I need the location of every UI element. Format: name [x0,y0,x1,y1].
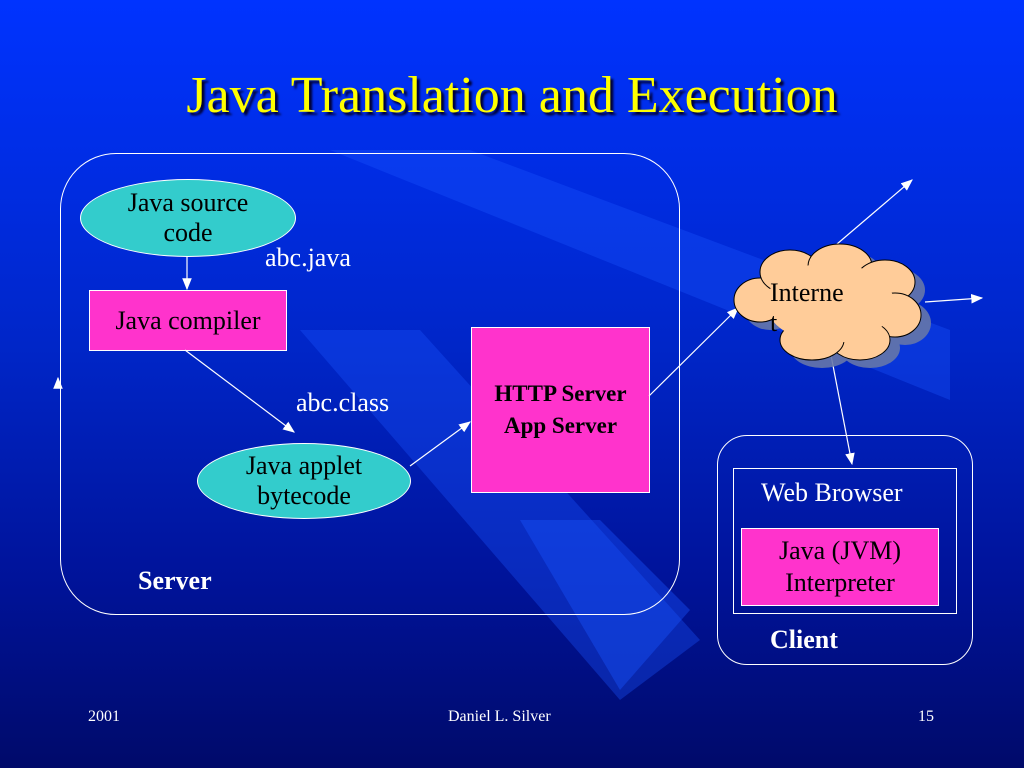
footer-year: 2001 [88,708,120,725]
abc-java-label: abc.java [265,243,351,272]
http-server-line: HTTP Server [494,381,627,406]
java-source-line-2: code [163,218,213,247]
java-compiler-node: Java compiler [89,290,287,351]
client-label: Client [770,625,838,654]
web-browser-label: Web Browser [761,478,903,507]
java-source-line-1: Java source [127,188,249,217]
web-browser-frame [733,468,957,614]
jvm-line-2: Interpreter [785,568,895,597]
footer-author: Daniel L. Silver [448,708,551,725]
java-applet-bytecode-node: Java applet bytecode [197,443,411,519]
internet-label: Interne t [770,278,880,338]
java-applet-line-2: bytecode [257,481,351,510]
java-applet-line-1: Java applet [245,451,363,480]
app-server-line: App Server [503,413,618,438]
internet-line-1: Interne [770,278,844,307]
jvm-interpreter-node: Java (JVM) Interpreter [741,528,939,606]
footer-page-number: 15 [918,708,934,725]
jvm-line-1: Java (JVM) [778,536,902,565]
java-source-code-node: Java source code [80,179,296,257]
slide-title: Java Translation and Execution [186,67,838,124]
server-label: Server [138,566,212,595]
abc-class-label: abc.class [296,388,390,417]
http-app-server-node: HTTP Server App Server [471,327,650,493]
internet-line-2: t [770,308,778,337]
